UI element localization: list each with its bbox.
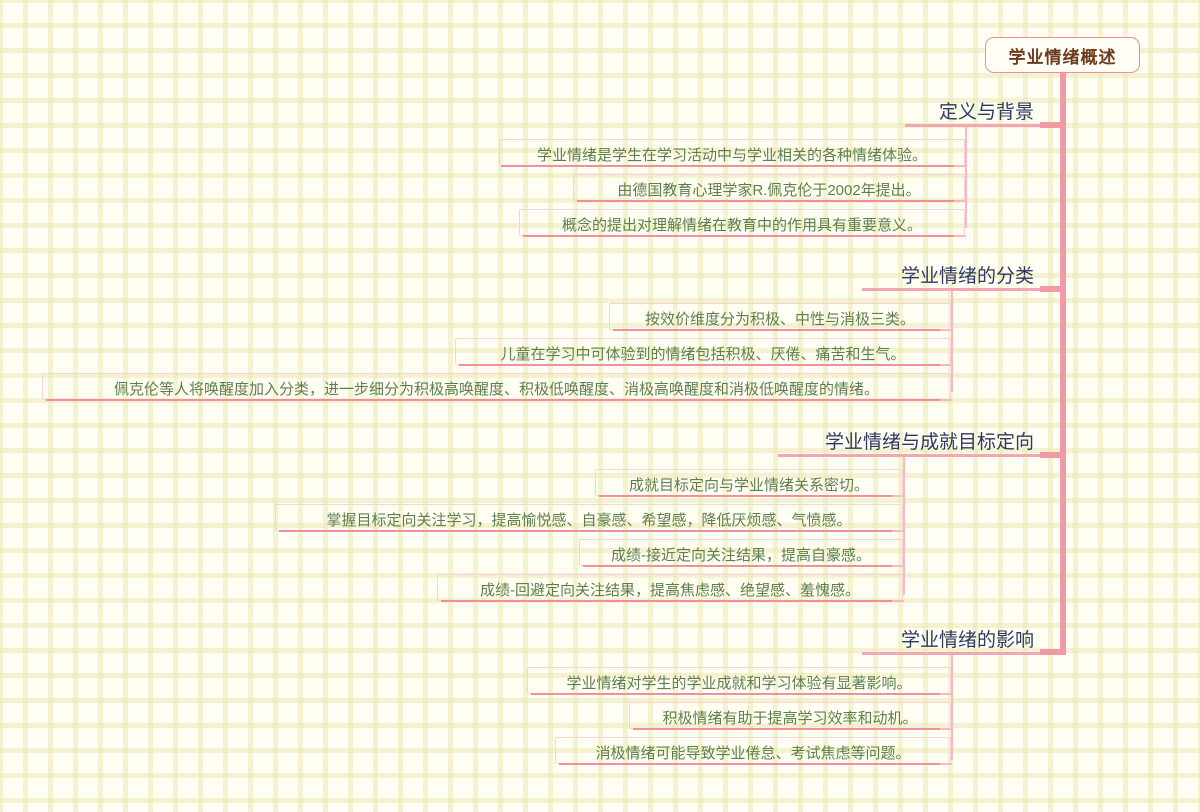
branch-2-leaf-1-connector	[940, 329, 952, 331]
branch-1-leaf-2[interactable]: 由德国教育心理学家R.佩克伦于2002年提出。	[573, 175, 965, 204]
branch-3-leaf-1[interactable]: 成就目标定向与学业情绪关系密切。	[595, 470, 903, 499]
leaf-text: 佩克伦等人将唤醒度加入分类，进一步细分为积极高唤醒度、积极低唤醒度、消极高唤醒度…	[113, 381, 879, 398]
branch-1-leaf-2-underline	[577, 200, 954, 202]
branch-4-leaf-3-connector	[940, 763, 952, 765]
branch-3-underline	[778, 454, 1040, 457]
branch-1-label: 定义与背景	[938, 101, 1034, 123]
branch-1-leaf-3[interactable]: 概念的提出对理解情绪在教育中的作用具有重要意义。	[519, 210, 965, 239]
branch-3-stub	[1040, 452, 1066, 458]
branch-2-leaf-1-underline	[613, 329, 940, 331]
branch-1-leaf-1-connector	[954, 165, 966, 167]
branch-1-leaf-2-connector	[954, 200, 966, 202]
branch-2-leaf-1[interactable]: 按效价维度分为积极、中性与消极三类。	[609, 304, 951, 333]
leaf-text: 成绩-回避定向关注结果，提高焦虑感、绝望感、羞愧感。	[480, 582, 860, 599]
branch-2-leaf-2-connector	[940, 364, 952, 366]
branch-3-header[interactable]: 学业情绪与成就目标定向	[770, 423, 1040, 457]
branch-2-rail	[951, 291, 953, 392]
branch-3-leaf-3-connector	[892, 565, 904, 567]
branch-4-leaf-1-connector	[940, 693, 952, 695]
leaf-text: 成就目标定向与学业情绪关系密切。	[628, 477, 869, 494]
branch-4-rail	[951, 655, 953, 760]
branch-4-label: 学业情绪的影响	[900, 629, 1034, 651]
trunk-line	[1060, 73, 1066, 655]
branch-2-stub	[1040, 286, 1066, 292]
branch-4-leaf-1[interactable]: 学业情绪对学生的学业成就和学习体验有显著影响。	[527, 668, 951, 697]
branch-2-leaf-2-underline	[459, 364, 940, 366]
leaf-text: 成绩-接近定向关注结果，提高自豪感。	[611, 547, 871, 564]
branch-4-underline	[862, 652, 1040, 655]
branch-1-leaf-1-underline	[501, 165, 954, 167]
branch-3-leaf-2[interactable]: 掌握目标定向关注学习，提高愉悦感、自豪感、希望感，降低厌烦感、气愤感。	[275, 505, 903, 534]
branch-2-leaf-3-connector	[940, 399, 952, 401]
branch-2-underline	[862, 288, 1040, 291]
root-node[interactable]: 学业情绪概述	[985, 37, 1140, 73]
branch-4-header[interactable]: 学业情绪的影响	[840, 621, 1040, 655]
leaf-text: 积极情绪有助于提高学习效率和动机。	[662, 710, 918, 727]
trunk-foot	[1040, 649, 1066, 655]
leaf-text: 学业情绪是学生在学习活动中与学业相关的各种情绪体验。	[536, 147, 927, 164]
branch-4-leaf-1-underline	[531, 693, 940, 695]
branch-3-leaf-3-underline	[583, 565, 892, 567]
branch-3-leaf-2-underline	[279, 530, 892, 532]
branch-3-leaf-1-connector	[892, 495, 904, 497]
branch-2-leaf-2[interactable]: 儿童在学习中可体验到的情绪包括积极、厌倦、痛苦和生气。	[455, 339, 951, 368]
branch-3-leaf-3[interactable]: 成绩-接近定向关注结果，提高自豪感。	[579, 540, 903, 569]
leaf-text: 儿童在学习中可体验到的情绪包括积极、厌倦、痛苦和生气。	[500, 346, 906, 363]
branch-1-leaf-3-connector	[954, 235, 966, 237]
branch-2-leaf-3-underline	[46, 399, 940, 401]
branch-2-label: 学业情绪的分类	[900, 265, 1034, 287]
branch-3-leaf-1-underline	[599, 495, 892, 497]
branch-4-leaf-2-connector	[940, 728, 952, 730]
branch-2-header[interactable]: 学业情绪的分类	[840, 257, 1040, 291]
branch-3-leaf-4-underline	[441, 600, 892, 602]
branch-1-underline	[905, 124, 1040, 127]
branch-3-leaf-4[interactable]: 成绩-回避定向关注结果，提高焦虑感、绝望感、羞愧感。	[437, 575, 903, 604]
branch-4-leaf-3-underline	[559, 763, 940, 765]
branch-3-label: 学业情绪与成就目标定向	[824, 431, 1034, 453]
branch-4-leaf-2-underline	[633, 728, 940, 730]
branch-2-leaf-3[interactable]: 佩克伦等人将唤醒度加入分类，进一步细分为积极高唤醒度、积极低唤醒度、消极高唤醒度…	[42, 374, 951, 403]
branch-1-leaf-3-underline	[523, 235, 954, 237]
branch-4-leaf-3[interactable]: 消极情绪可能导致学业倦怠、考试焦虑等问题。	[555, 738, 951, 767]
leaf-text: 消极情绪可能导致学业倦怠、考试焦虑等问题。	[595, 745, 911, 762]
leaf-text: 概念的提出对理解情绪在教育中的作用具有重要意义。	[561, 217, 922, 234]
branch-1-leaf-1[interactable]: 学业情绪是学生在学习活动中与学业相关的各种情绪体验。	[499, 140, 965, 169]
branch-4-leaf-2[interactable]: 积极情绪有助于提高学习效率和动机。	[629, 703, 951, 732]
leaf-text: 按效价维度分为积极、中性与消极三类。	[644, 311, 915, 328]
leaf-text: 学业情绪对学生的学业成就和学习体验有显著影响。	[566, 675, 912, 692]
leaf-text: 掌握目标定向关注学习，提高愉悦感、自豪感、希望感，降低厌烦感、气愤感。	[326, 512, 852, 529]
branch-3-rail	[903, 457, 905, 595]
branch-1-stub	[1040, 122, 1066, 128]
branch-3-leaf-4-connector	[892, 600, 904, 602]
root-node-label: 学业情绪概述	[1008, 47, 1117, 67]
branch-3-leaf-2-connector	[892, 530, 904, 532]
branch-1-header[interactable]: 定义与背景	[860, 93, 1040, 127]
leaf-text: 由德国教育心理学家R.佩克伦于2002年提出。	[617, 182, 921, 199]
branch-1-rail	[965, 127, 967, 228]
